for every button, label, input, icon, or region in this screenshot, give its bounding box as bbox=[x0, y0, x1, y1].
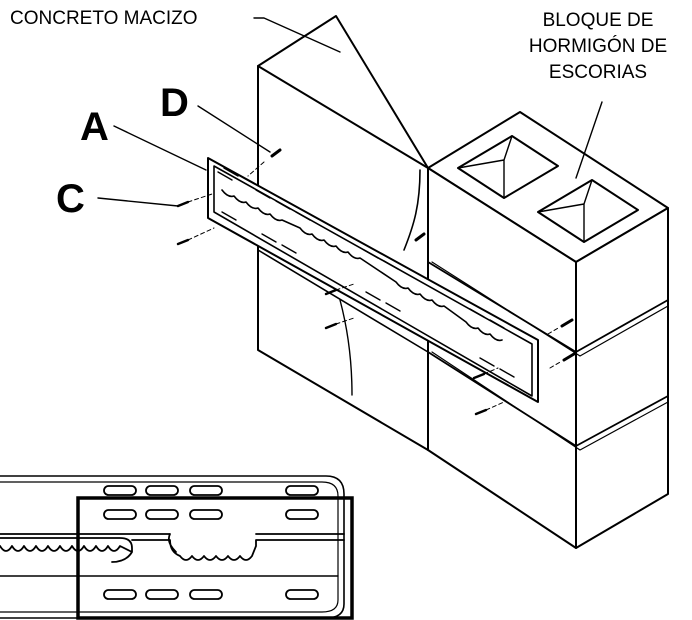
leader-part-a bbox=[113, 125, 207, 171]
leader-cinder-block bbox=[575, 101, 603, 179]
label-solid-concrete: CONCRETO MACIZO bbox=[10, 8, 198, 29]
bracket-serrated-edge bbox=[221, 189, 503, 342]
bracket-plate bbox=[207, 157, 539, 403]
label-cinder-block-line2: HORMIGÓN DE bbox=[529, 35, 667, 57]
screw bbox=[324, 317, 355, 330]
solid-block-joint bbox=[257, 249, 429, 353]
cinder-course-2b bbox=[431, 351, 669, 451]
label-cinder-block-line1: BLOQUE DE bbox=[543, 10, 654, 31]
cinder-block-side-face bbox=[575, 207, 669, 549]
screw bbox=[472, 367, 499, 380]
detail-bracket-inner bbox=[0, 481, 339, 613]
bracket-inner-edge bbox=[213, 165, 533, 397]
detail-second-slots bbox=[103, 509, 319, 520]
cinder-core-left bbox=[457, 135, 559, 199]
cinder-course-1b bbox=[431, 261, 669, 357]
detail-serrated-band bbox=[0, 533, 345, 563]
label-part-d: D bbox=[160, 81, 189, 125]
solid-block-seam bbox=[339, 299, 353, 396]
bracket-detail-inset bbox=[0, 475, 354, 620]
leader-solid-concrete bbox=[253, 17, 341, 53]
detail-top-slots bbox=[103, 485, 319, 496]
leader-part-c bbox=[97, 197, 179, 207]
solid-block-curve bbox=[403, 169, 421, 251]
label-part-a: A bbox=[80, 105, 109, 149]
cinder-course-2 bbox=[427, 351, 669, 447]
fasteners bbox=[176, 148, 576, 416]
wall-anchor bbox=[247, 148, 282, 177]
bracket-top-slots bbox=[217, 167, 505, 329]
cinder-core-left-inner bbox=[457, 135, 513, 199]
cinder-core-right bbox=[537, 179, 639, 243]
cinder-block-wall bbox=[427, 111, 669, 549]
cinder-course-1 bbox=[427, 261, 669, 353]
label-part-c: C bbox=[56, 177, 85, 221]
screw bbox=[324, 283, 355, 296]
wall-anchor bbox=[549, 352, 576, 369]
mounting-bracket bbox=[207, 157, 539, 403]
wall-anchor bbox=[547, 318, 574, 335]
screw bbox=[474, 401, 505, 416]
detail-zoom-frame bbox=[76, 496, 354, 620]
screw bbox=[176, 193, 213, 208]
cinder-core-right-inner bbox=[537, 179, 593, 243]
screw bbox=[176, 227, 215, 246]
bracket-bottom-slots bbox=[221, 211, 515, 378]
label-cinder-block-line3: ESCORIAS bbox=[549, 62, 647, 83]
wall-anchor bbox=[414, 232, 426, 242]
leader-part-d bbox=[197, 105, 271, 153]
detail-bottom-slots bbox=[103, 589, 319, 600]
